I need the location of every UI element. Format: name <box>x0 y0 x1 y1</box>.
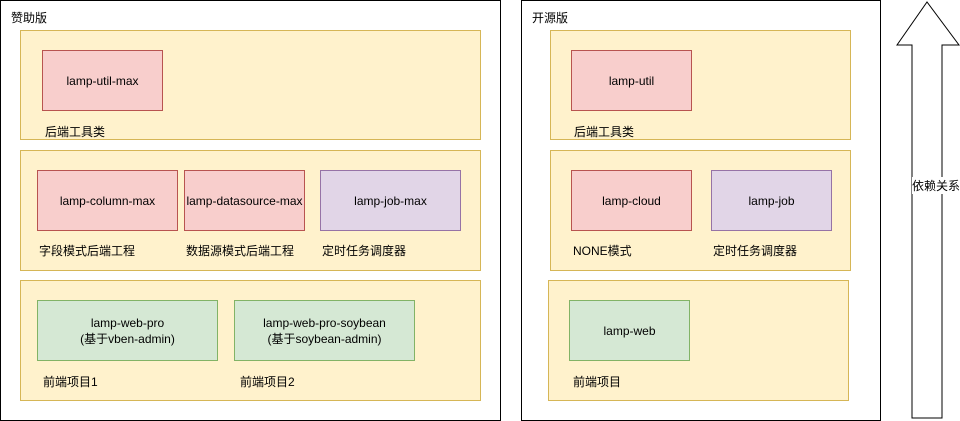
lamp-util-box: lamp-util <box>571 50 692 111</box>
datasource-max-caption: 数据源模式后端工程 <box>186 244 295 258</box>
web-pro-name: lamp-web-pro <box>90 315 165 330</box>
web-pro-soybean-name: lamp-web-pro-soybean <box>263 315 386 330</box>
web-pro-note: (基于vben-admin) <box>80 331 175 346</box>
cloud-caption: NONE模式 <box>573 244 632 258</box>
lamp-column-max-box: lamp-column-max <box>37 170 178 231</box>
sponsor-frontend-group: lamp-web-pro (基于vben-admin) 前端项目1 lamp-w… <box>20 280 481 401</box>
web-pro-soybean-note: (基于soybean-admin) <box>267 331 382 346</box>
opensource-frontend-group: lamp-web 前端项目 <box>548 280 849 401</box>
lamp-util-max-box: lamp-util-max <box>42 50 163 111</box>
lamp-web-pro-soybean-box: lamp-web-pro-soybean (基于soybean-admin) <box>234 300 415 361</box>
column-max-caption: 字段模式后端工程 <box>39 244 136 258</box>
web-pro-caption: 前端项目1 <box>43 375 98 389</box>
sponsor-title: 赞助版 <box>11 11 48 25</box>
sponsor-util-caption: 后端工具类 <box>45 125 106 139</box>
lamp-job-box: lamp-job <box>711 170 832 231</box>
web-pro-soybean-caption: 前端项目2 <box>240 375 295 389</box>
job-caption: 定时任务调度器 <box>713 244 798 258</box>
opensource-title: 开源版 <box>532 11 569 25</box>
lamp-datasource-max-box: lamp-datasource-max <box>184 170 305 231</box>
lamp-job-max-box: lamp-job-max <box>320 170 461 231</box>
opensource-util-group: lamp-util 后端工具类 <box>550 30 851 140</box>
lamp-web-box: lamp-web <box>569 300 690 361</box>
sponsor-util-group: lamp-util-max 后端工具类 <box>20 30 481 140</box>
opensource-util-caption: 后端工具类 <box>574 125 635 139</box>
job-max-caption: 定时任务调度器 <box>322 244 407 258</box>
opensource-backend-group: lamp-cloud NONE模式 lamp-job 定时任务调度器 <box>550 150 851 271</box>
dependency-arrow <box>896 1 960 419</box>
sponsor-backend-group: lamp-column-max 字段模式后端工程 lamp-datasource… <box>20 150 481 271</box>
lamp-cloud-box: lamp-cloud <box>571 170 692 231</box>
web-caption: 前端项目 <box>573 375 622 389</box>
lamp-web-pro-box: lamp-web-pro (基于vben-admin) <box>37 300 218 361</box>
dependency-label: 依赖关系 <box>912 177 960 194</box>
